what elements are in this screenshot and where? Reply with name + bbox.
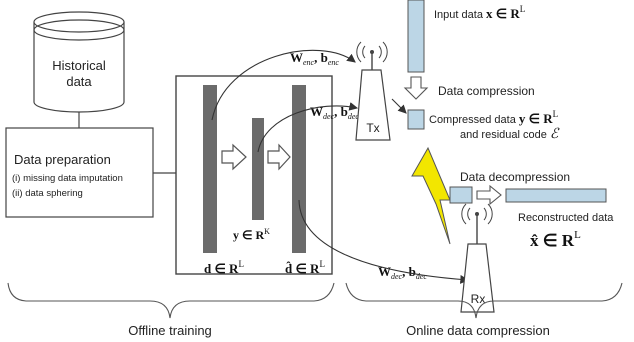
online-compression-label: Online data compression: [406, 323, 550, 338]
data-decompression-label: Data decompression: [460, 170, 570, 184]
y-vector-label: y ∈ RK: [233, 227, 270, 242]
decode-arrow: [267, 143, 291, 171]
reconstructed-data-label: Reconstructed data: [518, 212, 614, 224]
online-brace: [345, 282, 623, 319]
received-data-bar: [449, 186, 473, 204]
compressed-data-bar: [407, 109, 425, 130]
output-layer-bar: [292, 85, 306, 253]
historical-label-1: Historical: [52, 58, 106, 73]
offline-training-label: Offline training: [128, 323, 212, 338]
residual-code-label: and residual code ℰ: [460, 127, 560, 142]
input-data-bar: [407, 0, 425, 73]
data-preparation-box: Data preparation (i) missing data imputa…: [5, 127, 154, 218]
prep-item-2: (ii) data sphering: [12, 188, 83, 199]
d-vector-label: d ∈ RL: [204, 259, 244, 276]
historical-data-cylinder: Historical data: [33, 11, 125, 113]
data-compression-label: Data compression: [438, 84, 535, 98]
input-layer-bar: [203, 85, 217, 253]
historical-label-2: data: [66, 74, 92, 89]
rx-antenna: Rx: [460, 203, 495, 313]
encode-arrow: [221, 143, 247, 171]
prep-item-1: (i) missing data imputation: [12, 173, 123, 184]
offline-brace: [7, 282, 335, 319]
rx-label: Rx: [471, 292, 486, 306]
decompression-arrow: [476, 184, 502, 206]
input-data-label: Input data x ∈ RL: [434, 4, 525, 21]
prep-title: Data preparation: [14, 152, 111, 167]
x-hat-label: x̂ ∈ RL: [530, 229, 581, 250]
w-enc-label: Wenc, benc: [290, 50, 339, 67]
decoder-params-arrow-rx: [298, 199, 470, 284]
d-hat-vector-label: d̂ ∈ RL: [285, 259, 325, 276]
hidden-layer-bar: [252, 118, 264, 220]
tx-label: Tx: [366, 121, 379, 135]
tx-antenna: Tx: [355, 41, 391, 141]
w-dec-rx-label: Wdec, bdec: [378, 264, 427, 281]
tx-link-arrow: [391, 98, 407, 114]
compression-arrow: [403, 76, 429, 100]
decoder-params-arrow-tx: [257, 102, 359, 153]
compressed-data-label: Compressed data y ∈ RL: [429, 109, 558, 126]
wireless-link-bolt: [411, 146, 451, 245]
encoder-params-arrow: [211, 49, 356, 121]
reconstructed-data-bar: [505, 188, 607, 203]
